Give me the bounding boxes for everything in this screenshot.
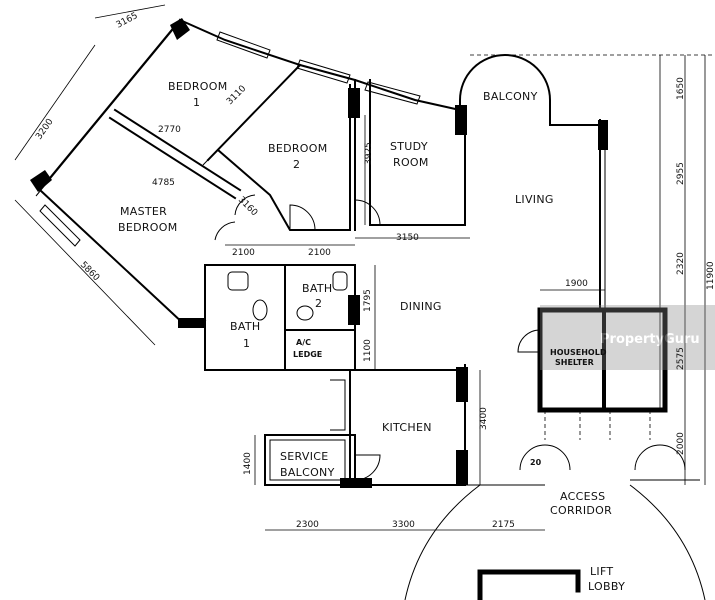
corridor-label: CORRIDOR	[550, 504, 612, 517]
dimension-lines	[14, 4, 715, 531]
dimension-numbers: 3165 3200 3110 2770 4785 3160 5860 3925 …	[34, 11, 715, 530]
access-label: ACCESS	[560, 490, 605, 503]
shelter-label: SHELTER	[555, 358, 594, 367]
ac-ledge-label: A/C	[296, 338, 311, 347]
bath1-number: 1	[243, 337, 250, 350]
sink-icon	[227, 271, 249, 291]
sink-icon-2	[332, 271, 348, 291]
dim-3400: 3400	[479, 407, 489, 430]
dim-3110: 3110	[225, 84, 248, 107]
bedroom1-label: BEDROOM	[168, 80, 228, 93]
lift-label: LIFT	[590, 565, 613, 578]
dim-11900: 11900	[706, 261, 715, 290]
dim-2100-a: 2100	[232, 248, 255, 258]
doors	[214, 194, 686, 481]
master-label: MASTER	[120, 205, 167, 218]
dim-2955: 2955	[676, 162, 686, 185]
door-label: 20	[530, 458, 542, 467]
dim-3200: 3200	[34, 117, 55, 142]
household-label: HOUSEHOLD	[550, 348, 607, 357]
lobby-label: LOBBY	[588, 580, 625, 593]
bedroom2-label: BEDROOM	[268, 142, 328, 155]
study-room-label: ROOM	[393, 156, 429, 169]
dim-2000: 2000	[676, 432, 686, 455]
dim-2575: 2575	[676, 347, 686, 370]
dim-3925: 3925	[364, 142, 374, 165]
bath2-number: 2	[315, 297, 322, 310]
dim-1650: 1650	[676, 77, 686, 100]
bedroom1-number: 1	[193, 96, 200, 109]
dim-4785: 4785	[152, 178, 175, 188]
dim-1795: 1795	[363, 289, 373, 312]
structural-columns	[30, 18, 608, 488]
dim-1400: 1400	[243, 452, 253, 475]
living-label: LIVING	[515, 193, 554, 206]
service-label: SERVICE	[280, 450, 328, 463]
bath1-label: BATH	[230, 320, 260, 333]
dim-2300: 2300	[296, 520, 319, 530]
bedroom2-number: 2	[293, 158, 300, 171]
master-bedroom-label: BEDROOM	[118, 221, 178, 234]
watermark-text: PropertyGuru	[600, 332, 700, 347]
dim-3160: 3160	[236, 195, 259, 218]
ac-ledge-label-2: LEDGE	[293, 350, 322, 359]
fixtures	[227, 271, 348, 321]
bath2-label: BATH	[302, 282, 332, 295]
study-label: STUDY	[390, 140, 428, 153]
watermark: PropertyGuru	[540, 305, 715, 370]
dim-1900: 1900	[565, 279, 588, 289]
room-labels: BEDROOM 1 BEDROOM 2 MASTER BEDROOM STUDY…	[118, 80, 625, 593]
dim-2770: 2770	[158, 125, 181, 135]
dim-5860: 5860	[78, 260, 101, 283]
dim-3300: 3300	[392, 520, 415, 530]
toilet-icon	[252, 299, 268, 321]
dining-label: DINING	[400, 300, 442, 313]
windows	[39, 31, 421, 247]
dim-1100: 1100	[363, 339, 373, 362]
kitchen-label: KITCHEN	[382, 421, 432, 434]
service-balcony-label: BALCONY	[280, 466, 335, 479]
balcony-label: BALCONY	[483, 90, 538, 103]
dim-2100-b: 2100	[308, 248, 331, 258]
toilet-icon-2	[296, 305, 314, 321]
dim-2320: 2320	[676, 252, 686, 275]
dim-3150: 3150	[396, 233, 419, 243]
dim-2175: 2175	[492, 520, 515, 530]
